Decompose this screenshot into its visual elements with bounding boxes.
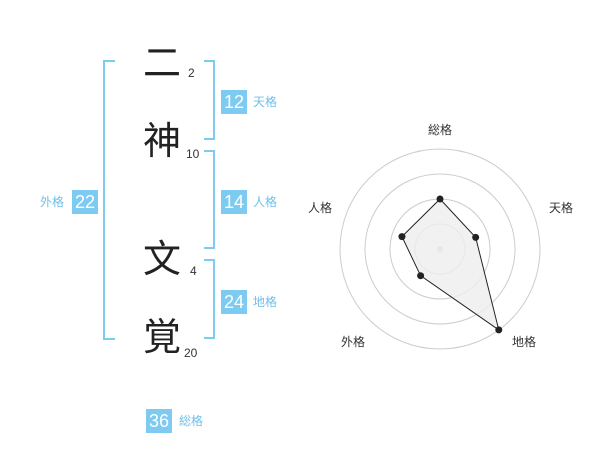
name-char-4: 覚	[143, 315, 182, 359]
radar-axis-label-gaikaku: 外格	[341, 335, 366, 349]
radar-point-5	[398, 233, 406, 241]
name-char-1: 二	[143, 41, 182, 85]
radar-axis-label-chikaku: 地格	[512, 335, 537, 349]
stroke-count-1: 2	[188, 66, 195, 80]
tenkaku-value: 12	[221, 90, 248, 114]
radar-axis-label-soukaku: 総格	[428, 123, 453, 137]
name-char-3: 文	[143, 237, 182, 281]
radar-point-4	[417, 272, 425, 280]
radar-axis-label-tenkaku: 天格	[549, 201, 574, 215]
soukaku-label: 総格	[179, 414, 204, 428]
chikaku-bracket	[204, 259, 215, 339]
stroke-count-4: 20	[184, 346, 198, 360]
soukaku-value: 36	[146, 409, 173, 433]
gaikaku-bracket	[103, 60, 115, 340]
stroke-count-3: 4	[190, 264, 197, 278]
jinkaku-label: 人格	[253, 195, 278, 209]
jinkaku-value: 14	[221, 190, 248, 214]
radar-point-1	[436, 195, 444, 203]
jinkaku-bracket	[204, 150, 215, 249]
tenkaku-bracket	[204, 60, 215, 140]
stroke-count-2: 10	[186, 147, 200, 161]
radar-axis-label-jinkaku: 人格	[308, 201, 333, 215]
radar-point-2	[472, 233, 480, 241]
chikaku-value: 24	[221, 290, 248, 314]
chikaku-label: 地格	[253, 295, 278, 309]
gaikaku-value: 22	[72, 190, 99, 214]
tenkaku-label: 天格	[253, 95, 278, 109]
radar-series-polygon	[401, 198, 500, 332]
name-char-2: 神	[143, 119, 182, 163]
radar-ring-4	[339, 148, 541, 350]
gaikaku-label: 外格	[40, 195, 65, 209]
radar-point-3	[495, 326, 503, 334]
radar-ring-3	[364, 173, 516, 325]
